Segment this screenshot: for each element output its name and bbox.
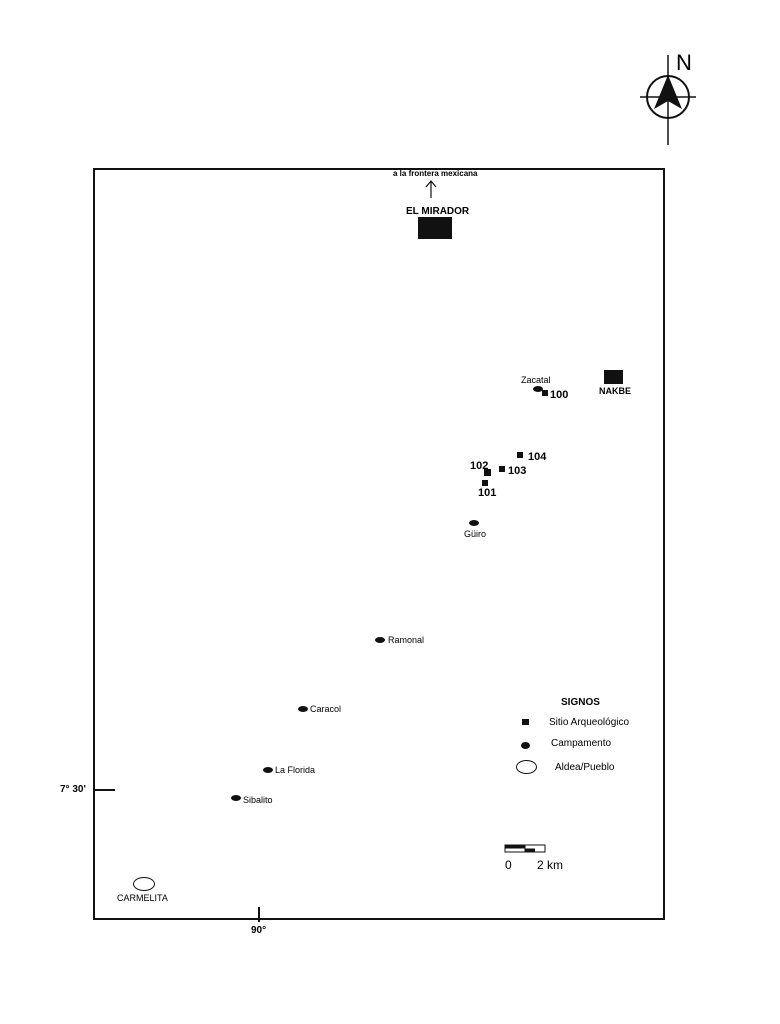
site-label-102: 102 (470, 460, 489, 472)
site-label-el-mirador: EL MIRADOR (406, 206, 470, 217)
site-marker-el-mirador (418, 217, 452, 239)
site-label-104: 104 (528, 451, 547, 463)
lat-tick (93, 789, 115, 791)
camp-marker-sibalito (231, 795, 241, 801)
camp-label-ramonal: Ramonal (388, 635, 425, 645)
site-label-100: 100 (550, 389, 569, 401)
north-arrow-icon (640, 55, 696, 145)
village-label-carmelita: CARMELITA (117, 893, 168, 903)
top-note: a la frontera mexicana (393, 169, 478, 178)
site-marker-nakbe (604, 370, 623, 384)
site-marker-100 (542, 390, 548, 396)
site-marker-102 (484, 469, 491, 476)
site-label-101: 101 (478, 487, 497, 499)
map-frame (93, 168, 665, 920)
camp-marker-caracol (298, 706, 308, 712)
site-label-103: 103 (508, 465, 527, 477)
legend-camp-icon (521, 742, 530, 749)
north-label: N (676, 50, 692, 75)
village-marker-carmelita (133, 877, 155, 891)
scale-km: 2 km (537, 858, 564, 872)
camp-marker-zacatal (533, 386, 543, 392)
up-arrow-icon (425, 180, 437, 198)
camp-marker-ramonal (375, 637, 385, 643)
camp-marker-la-florida (263, 767, 273, 773)
site-marker-103 (499, 466, 505, 472)
legend-village-label: Aldea/Pueblo (555, 762, 615, 773)
camp-label-zacatal: Zacatal (521, 375, 551, 385)
site-marker-104 (517, 452, 523, 458)
legend-village-icon (516, 760, 537, 774)
camp-label-la-florida: La Florida (275, 765, 316, 775)
scale-bar (504, 844, 546, 853)
lat-label: 7° 30' (60, 784, 86, 795)
scale-zero: 0 (505, 858, 512, 872)
legend-title: SIGNOS (561, 697, 600, 708)
legend-site-icon (522, 719, 529, 725)
camp-label-caracol: Caracol (310, 704, 342, 714)
site-label-nakbe: NAKBE (599, 386, 632, 396)
camp-marker-guiro (469, 520, 479, 526)
camp-label-sibalito: Sibalito (243, 795, 273, 805)
camp-label-guiro: Güiro (464, 529, 487, 539)
site-marker-101 (482, 480, 488, 486)
legend-camp-label: Campamento (551, 738, 612, 749)
legend-site-label: Sitio Arqueológico (549, 717, 630, 728)
lon-label: 90° (251, 925, 267, 936)
lon-tick (258, 907, 260, 922)
